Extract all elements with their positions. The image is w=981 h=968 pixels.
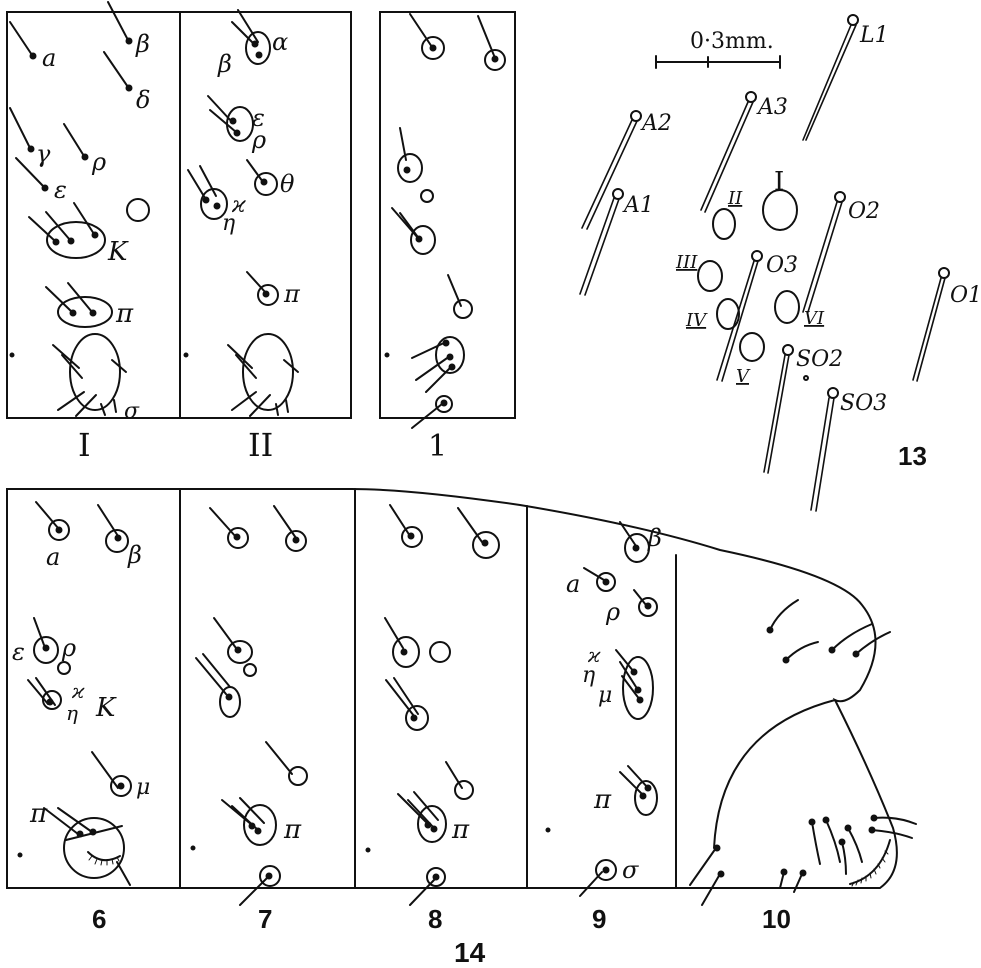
- seta-label: SO3: [840, 391, 887, 416]
- scale-label: 0·3mm.: [690, 29, 774, 54]
- seta-label: VI: [804, 308, 825, 329]
- seta-label: ρ: [605, 598, 620, 626]
- text-labels: 0·3mm. 13 14 I II 1 a β δ γ ρ ε K π σ α …: [12, 23, 981, 968]
- seta-label: ε: [54, 176, 67, 204]
- head-diagram: [579, 14, 950, 512]
- segment-8-label: 8: [428, 904, 442, 934]
- seta-label: π: [29, 799, 48, 829]
- seta-label: μ: [136, 775, 150, 800]
- seta-label: α: [272, 28, 288, 56]
- seta-label: π: [593, 785, 612, 815]
- seta-label: K: [95, 693, 117, 723]
- seta-label: μ: [598, 683, 612, 708]
- segment-6-setae: [17, 501, 132, 886]
- seta-label: β: [127, 541, 142, 569]
- seta-label: O3: [766, 253, 798, 278]
- stemma-V: [739, 332, 765, 362]
- seta-label: ρ: [251, 126, 266, 154]
- seta-label: ε: [252, 104, 265, 132]
- stemma-IV: [716, 298, 740, 330]
- seta-label: ϰ: [71, 679, 85, 703]
- seta-label: ρ: [91, 148, 106, 176]
- seta-label: ϰ: [587, 643, 601, 667]
- seta-label: a: [42, 44, 56, 72]
- panel-II-label: II: [248, 426, 273, 464]
- segment-8-setae: [365, 504, 500, 906]
- seta-label: ε: [12, 638, 25, 666]
- seta-label: A1: [622, 193, 654, 218]
- seta-label: II: [727, 188, 743, 209]
- figure-13-number: 13: [898, 441, 927, 471]
- panel-II-setae: [183, 9, 299, 417]
- segment-10-setae: [689, 599, 917, 906]
- seta-label: σ: [124, 399, 140, 424]
- seta-label: β: [647, 524, 662, 552]
- seta-label: V: [736, 366, 751, 387]
- stemma-VI: [774, 290, 800, 324]
- figure-14-outline: [6, 488, 898, 889]
- panel-1-setae: [384, 13, 506, 429]
- seta-label: A2: [640, 111, 672, 136]
- segment-9-setae: [545, 521, 658, 897]
- seta-label: η: [222, 211, 235, 236]
- seta-label: β: [135, 30, 150, 58]
- seta-label: γ: [36, 140, 51, 168]
- stemma-III: [697, 260, 723, 292]
- segment-7-label: 7: [258, 904, 272, 934]
- seta-label: η: [582, 663, 595, 688]
- seta-label: O2: [848, 199, 880, 224]
- segment-9-label: 9: [592, 904, 606, 934]
- seta-label: III: [675, 252, 698, 273]
- seta-label: A3: [756, 95, 788, 120]
- seta-label: π: [451, 815, 470, 845]
- seta-label: π: [115, 299, 134, 329]
- seta-label: IV: [685, 310, 708, 331]
- seta-label: a: [46, 543, 60, 571]
- seta-label: SO2: [796, 347, 843, 372]
- stemma-I: [762, 189, 798, 231]
- seta-label: β: [217, 50, 232, 78]
- panel-1-label: 1: [428, 429, 447, 464]
- seta-label: ρ: [61, 634, 76, 662]
- seta-label: O1: [950, 283, 981, 308]
- seta-label: K: [107, 237, 129, 267]
- seta-label: π: [283, 815, 302, 845]
- seta-label: a: [566, 570, 580, 598]
- segment-6-label: 6: [92, 904, 106, 934]
- stemma-II: [712, 208, 736, 240]
- seta-label: δ: [136, 86, 150, 114]
- seta-label: η: [66, 701, 78, 725]
- segment-10-label: 10: [762, 904, 791, 934]
- figure-14-number: 14: [454, 937, 486, 968]
- seta-label: θ: [280, 170, 295, 198]
- panel-I-label: I: [78, 426, 91, 464]
- seta-label: I: [774, 167, 784, 197]
- panel-1-frame: [379, 11, 516, 419]
- seta-label: σ: [622, 856, 639, 884]
- seta-label: π: [283, 280, 301, 308]
- seta-label: L1: [859, 23, 889, 48]
- panel-I-setae: [9, 1, 150, 417]
- segment-7-setae: [190, 505, 308, 906]
- seta-label: ϰ: [231, 193, 246, 218]
